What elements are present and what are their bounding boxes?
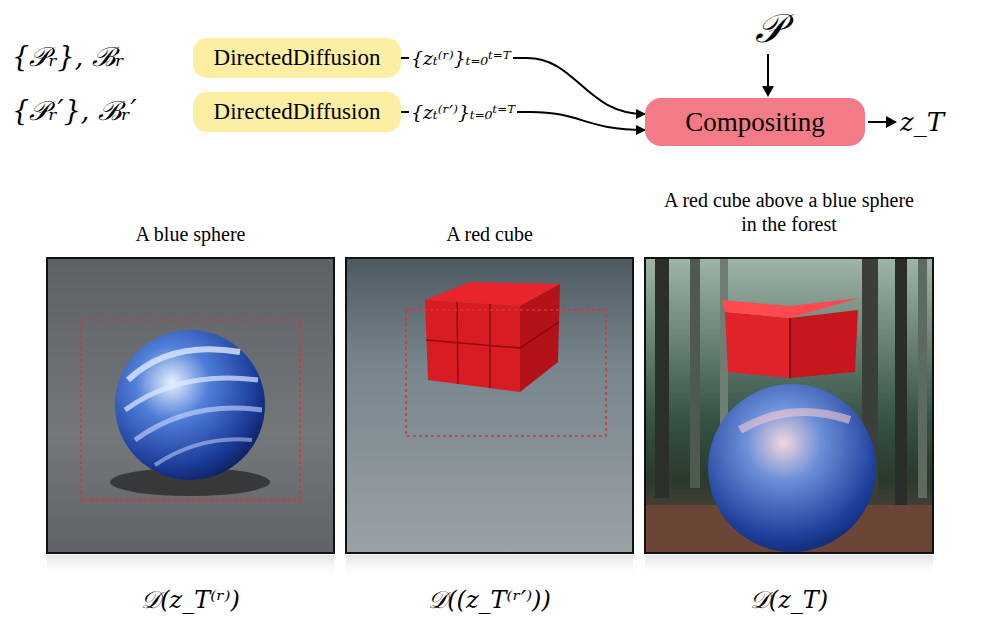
image-caption: A red cube above a blue sphere in the fo… bbox=[645, 188, 933, 236]
decoder-label: 𝒟(z_T⁽ʳ⁾) bbox=[141, 586, 240, 614]
composite-image bbox=[645, 258, 933, 577]
box-label: DirectedDiffusion bbox=[214, 45, 381, 71]
decoder-label: 𝒟((z_T⁽ʳ′⁾)) bbox=[428, 586, 551, 614]
image-panel: A red cube above a blue sphere in the fo… bbox=[645, 188, 933, 614]
edge-label: {zₜ⁽ʳ⁾}ₜ₌₀ᵗ⁼ᵀ bbox=[409, 47, 513, 69]
image-caption: A red cube bbox=[436, 222, 543, 246]
process-box: Compositing bbox=[645, 98, 865, 146]
box-label: DirectedDiffusion bbox=[214, 99, 381, 125]
cube-image bbox=[346, 258, 633, 577]
math-label: {𝒫ᵣ}, ℬᵣ bbox=[12, 41, 124, 73]
image-caption: A blue sphere bbox=[126, 222, 256, 246]
box-label: Compositing bbox=[685, 107, 825, 138]
decoder-label: 𝒟(z_T) bbox=[750, 586, 828, 614]
image-panel: A red cube𝒟((z_T⁽ʳ′⁾)) bbox=[346, 222, 633, 614]
math-label: {𝒫ᵣ′}, ℬᵣ′ bbox=[12, 95, 137, 127]
process-box: DirectedDiffusion bbox=[193, 38, 401, 78]
input-arrow bbox=[762, 54, 774, 97]
math-label: z_T bbox=[900, 107, 944, 137]
sphere-image bbox=[47, 258, 334, 577]
edge-label: {zₜ⁽ʳ′⁾}ₜ₌₀ᵗ⁼ᵀ bbox=[409, 101, 517, 123]
image-panel: A blue sphere𝒟(z_T⁽ʳ⁾) bbox=[47, 222, 334, 614]
output-arrow bbox=[868, 116, 897, 128]
process-box: DirectedDiffusion bbox=[193, 92, 401, 132]
math-label: 𝒫 bbox=[755, 5, 784, 52]
